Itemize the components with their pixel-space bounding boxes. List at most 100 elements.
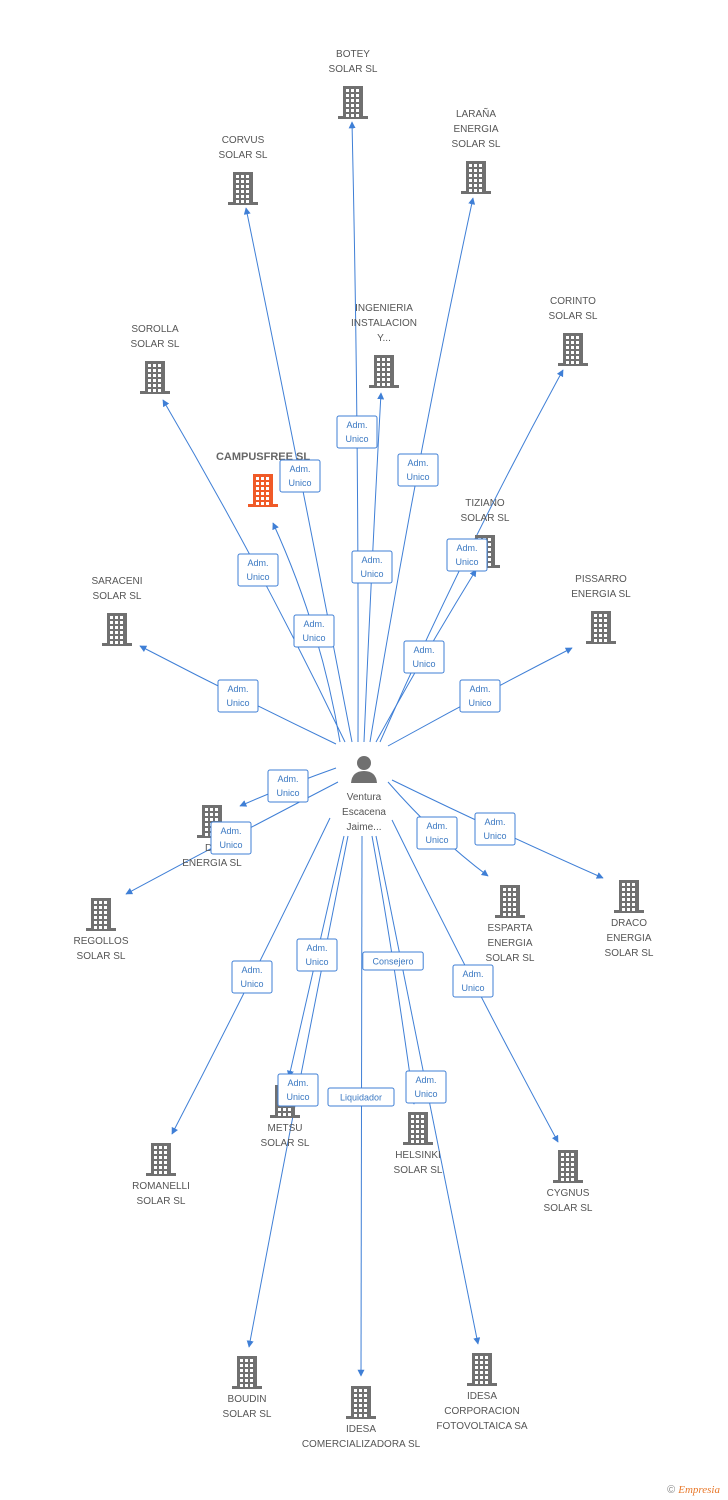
edge-label-idesa_corp[interactable]: Adm.Unico [405,1070,447,1104]
edge-label-box [327,1087,395,1107]
edge-label-text: Adm. [361,555,382,565]
building-icon [102,613,132,646]
node-label: Escacena [342,807,386,818]
node-label: SOLAR SL [544,1203,593,1214]
edge-label-idesa_com[interactable]: Liquidador [327,1087,395,1107]
copyright-symbol: © [667,1484,676,1496]
node-label: IDESA [467,1391,497,1402]
edge-label-text: Unico [240,979,263,989]
edge-label-box [362,951,424,971]
edge-label-text: Adm. [484,817,505,827]
edge-label-text: Unico [276,788,299,798]
node-label: IDESA [346,1424,376,1435]
building-icon [403,1112,433,1145]
edge-label-text: Adm. [277,774,298,784]
building-icon [461,161,491,194]
node-label: SOLAR SL [131,339,180,350]
edge-label-cygnus[interactable]: Adm.Unico [452,964,494,998]
node-label: SOLAR SL [219,150,268,161]
edge-label-da[interactable]: Adm. Unico [267,769,309,803]
building-icon [248,474,278,507]
node-label: BOUDIN [228,1394,267,1405]
edge-label-text: Adm. [407,458,428,468]
node-label: SOLAR SL [486,953,535,964]
node-pissarro[interactable]: PISSARRO ENERGIA SL [571,574,631,644]
edge-label-box [397,453,439,487]
edge-label-saraceni[interactable]: Adm.Unico [217,679,259,713]
edge-label-ingenieria[interactable]: Adm. Unico [351,550,393,584]
edge-label-text: Unico [406,472,429,482]
edge-label-draco[interactable]: Adm.Unico [474,812,516,846]
node-label: ENERGIA [606,933,651,944]
edge-label-corinto[interactable]: Adm.Unico [446,538,488,572]
building-icon [553,1150,583,1183]
edge-label-box [279,459,321,493]
edge-label-esparta[interactable]: Adm.Unico [416,816,458,850]
edge-label-box [416,816,458,850]
edge-label-text: Unico [360,569,383,579]
edge-label-helsinki[interactable]: Consejero [362,951,424,971]
edge-label-text: Adm. [289,464,310,474]
edge-label-campusfree[interactable]: Adm.Unico [293,614,335,648]
edge-label-text: Unico [468,698,491,708]
node-label: INSTALACION [351,318,417,329]
edge-label-pissarro[interactable]: Adm.Unico [459,679,501,713]
node-label: ENERGIA SL [571,589,631,600]
node-label: ENERGIA SL [182,858,242,869]
node-label: DRACO [611,918,647,929]
edge-label-text: Unico [345,434,368,444]
node-label: Ventura [347,792,382,803]
edge-label-sorolla[interactable]: Adm.Unico [237,553,279,587]
node-label: FOTOVOLTAICA SA [436,1421,527,1432]
edge-label-botey[interactable]: Adm.Unico [336,415,378,449]
node-label: PISSARRO [575,574,627,585]
edge-label-romanelli[interactable]: Adm. Unico [231,960,273,994]
edge-label-text: Unico [461,983,484,993]
node-ventura[interactable]: VenturaEscacenaJaime... [342,756,386,833]
building-icon [467,1353,497,1386]
node-label: ROMANELLI [132,1181,190,1192]
node-ingenieria[interactable]: INGENIERIAINSTALACIONY... [351,303,417,388]
edge-label-box [210,821,252,855]
edge-label-larana[interactable]: Adm. Unico [397,453,439,487]
edge-label-tiziano[interactable]: Adm.Unico [403,640,445,674]
edge-label-box [351,550,393,584]
node-boudin[interactable]: BOUDIN SOLAR SL [223,1356,272,1420]
node-campusfree[interactable]: CAMPUSFREE SL [216,451,310,507]
person-icon [351,756,377,783]
edge-label-text: Unico [219,840,242,850]
building-icon [495,885,525,918]
building-icon [232,1356,262,1389]
edge-label-box [405,1070,447,1104]
node-label: LARAÑA [456,107,496,120]
node-label: SOLAR SL [452,139,501,150]
footer-brand[interactable]: © Empresia [667,1484,720,1496]
edge-label-regollos[interactable]: Adm.Unico [210,821,252,855]
edge-label-text: Adm. [241,965,262,975]
node-label: SOLAR SL [223,1409,272,1420]
edge-label-metsu[interactable]: Adm.Unico [296,938,338,972]
edge-label-corvus[interactable]: Adm.Unico [279,459,321,493]
edge-label-boudin[interactable]: Adm.Unico [277,1073,319,1107]
brand-name: Empresia [678,1484,720,1496]
edge-label-text: Adm. [303,619,324,629]
node-label: SOLAR SL [93,591,142,602]
edge-label-text: Adm. [415,1075,436,1085]
building-icon [614,880,644,913]
